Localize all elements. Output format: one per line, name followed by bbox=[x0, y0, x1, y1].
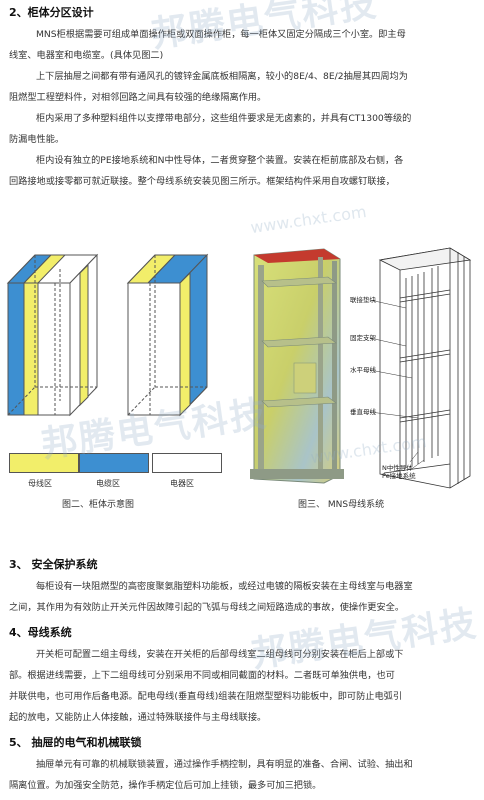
watermark-url: www.chxt.com bbox=[249, 201, 368, 238]
label-fixed-support: 固定支架 bbox=[350, 334, 376, 342]
paragraph-line: 线室、电器室和电缆室。(具体见图二) bbox=[9, 50, 164, 61]
paragraph-line: 上下层抽屉之间都有带有通风孔的镀锌金属底板相隔离，较小的8E/4、8E/2抽屉其… bbox=[36, 71, 408, 82]
label-vertical-busbar: 垂直母线 bbox=[350, 408, 376, 416]
paragraph-line: MNS柜根据需要可组成单面操作柜或双面操作柜，每一柜体又固定分隔成三个小室。即主… bbox=[36, 29, 406, 40]
label-horizontal-busbar: 水平母线 bbox=[350, 366, 376, 374]
section-5-title: 5、 抽屉的电气和机械联锁 bbox=[9, 736, 142, 749]
legend-swatch-electrical bbox=[152, 453, 222, 473]
section-3-body: 每柜设有一块阻燃型的高密度聚氨脂塑料功能板，或经过电镀的隔板安装在主母线室与电器… bbox=[9, 576, 477, 618]
cabinet-diagram-right bbox=[126, 253, 209, 417]
paragraph-line: 之间，其作用为有效防止开关元件因故障引起的飞弧与母线之间短路造成的事故，使操作更… bbox=[9, 602, 405, 613]
section-4-title: 4、母线系统 bbox=[9, 626, 72, 639]
figure-3-caption: 图三、 MNS母线系统 bbox=[298, 500, 385, 510]
label-n-conductor: N中性导体 bbox=[382, 464, 413, 472]
section-4-body: 开关柜可配置二组主母线，安装在开关柜的后部母线室二组母线可分别安装在柜后上部或下… bbox=[9, 644, 477, 728]
figure-3-busbar-system-drawing bbox=[369, 247, 472, 489]
paragraph-line: 每柜设有一块阻燃型的高密度聚氨脂塑料功能板，或经过电镀的隔板安装在主母线室与电器… bbox=[36, 581, 413, 592]
paragraph-line: 柜内采用了多种塑料组件以支撑带电部分，这些组件要求是无卤素的，并具有CT1300… bbox=[36, 113, 412, 124]
figure-2-cabinet-diagram bbox=[6, 253, 209, 417]
section-2-body: MNS柜根据需要可组成单面操作柜或双面操作柜，每一柜体又固定分隔成三个小室。即主… bbox=[9, 24, 477, 192]
figure-2-caption: 图二、柜体示意图 bbox=[62, 500, 135, 510]
paragraph-line: 抽屉单元有可靠的机械联锁装置，通过操作手柄控制，具有明显的准备、合闸、试验、抽出… bbox=[36, 759, 413, 770]
section-5-body: 抽屉单元有可靠的机械联锁装置，通过操作手柄控制，具有明显的准备、合闸、试验、抽出… bbox=[9, 754, 477, 796]
paragraph-line: 防漏电性能。 bbox=[9, 134, 65, 145]
paragraph-line: 部。根据进线需要，上下二组母线可分别采用不同或相同截面的材料。二者既可单独供电，… bbox=[9, 670, 395, 681]
paragraph-line: 柜内设有独立的PE接地系统和N中性导体，二者贯穿整个装置。安装在柜前底部及右侧，… bbox=[36, 155, 404, 166]
cabinet-diagram-left bbox=[6, 253, 99, 417]
paragraph-line: 并联供电，也可用作后备电源。配电母线(垂直母线)组装在阻燃型塑料功能板中，即可防… bbox=[9, 691, 403, 702]
section-2-title: 2、柜体分区设计 bbox=[9, 6, 94, 19]
label-connector-block: 联接垫块 bbox=[350, 296, 376, 304]
paragraph-line: 阻燃型工程塑料件，对相邻回路之间具有较强的绝缘隔离作用。 bbox=[9, 92, 267, 103]
paragraph-line: 回路接地或接零都可就近联接。整个母线系统安装见图三所示。框架结构件采用自攻螺钉联… bbox=[9, 176, 395, 187]
legend-swatch-cable bbox=[79, 453, 149, 473]
section-3-title: 3、 安全保护系统 bbox=[9, 558, 98, 571]
legend-label-electrical: 电器区 bbox=[170, 479, 194, 488]
label-pe-system: Pe接地系统 bbox=[382, 472, 416, 480]
paragraph-line: 开关柜可配置二组主母线，安装在开关柜的后部母线室二组母线可分别安装在柜后上部或下 bbox=[36, 649, 404, 660]
paragraph-line: 起的放电，又能防止人体接触，通过特殊联接件与主母线联接。 bbox=[9, 712, 267, 723]
figure-3-cabinet-frame-photo bbox=[250, 248, 344, 484]
legend-swatch-busbar bbox=[9, 453, 79, 473]
legend-label-cable: 电缆区 bbox=[96, 479, 120, 488]
paragraph-line: 隔离位置。为加强安全防范，操作手柄定位后可加上挂锁，最多可加三把锁。 bbox=[9, 780, 322, 791]
legend-label-busbar: 母线区 bbox=[28, 479, 52, 488]
